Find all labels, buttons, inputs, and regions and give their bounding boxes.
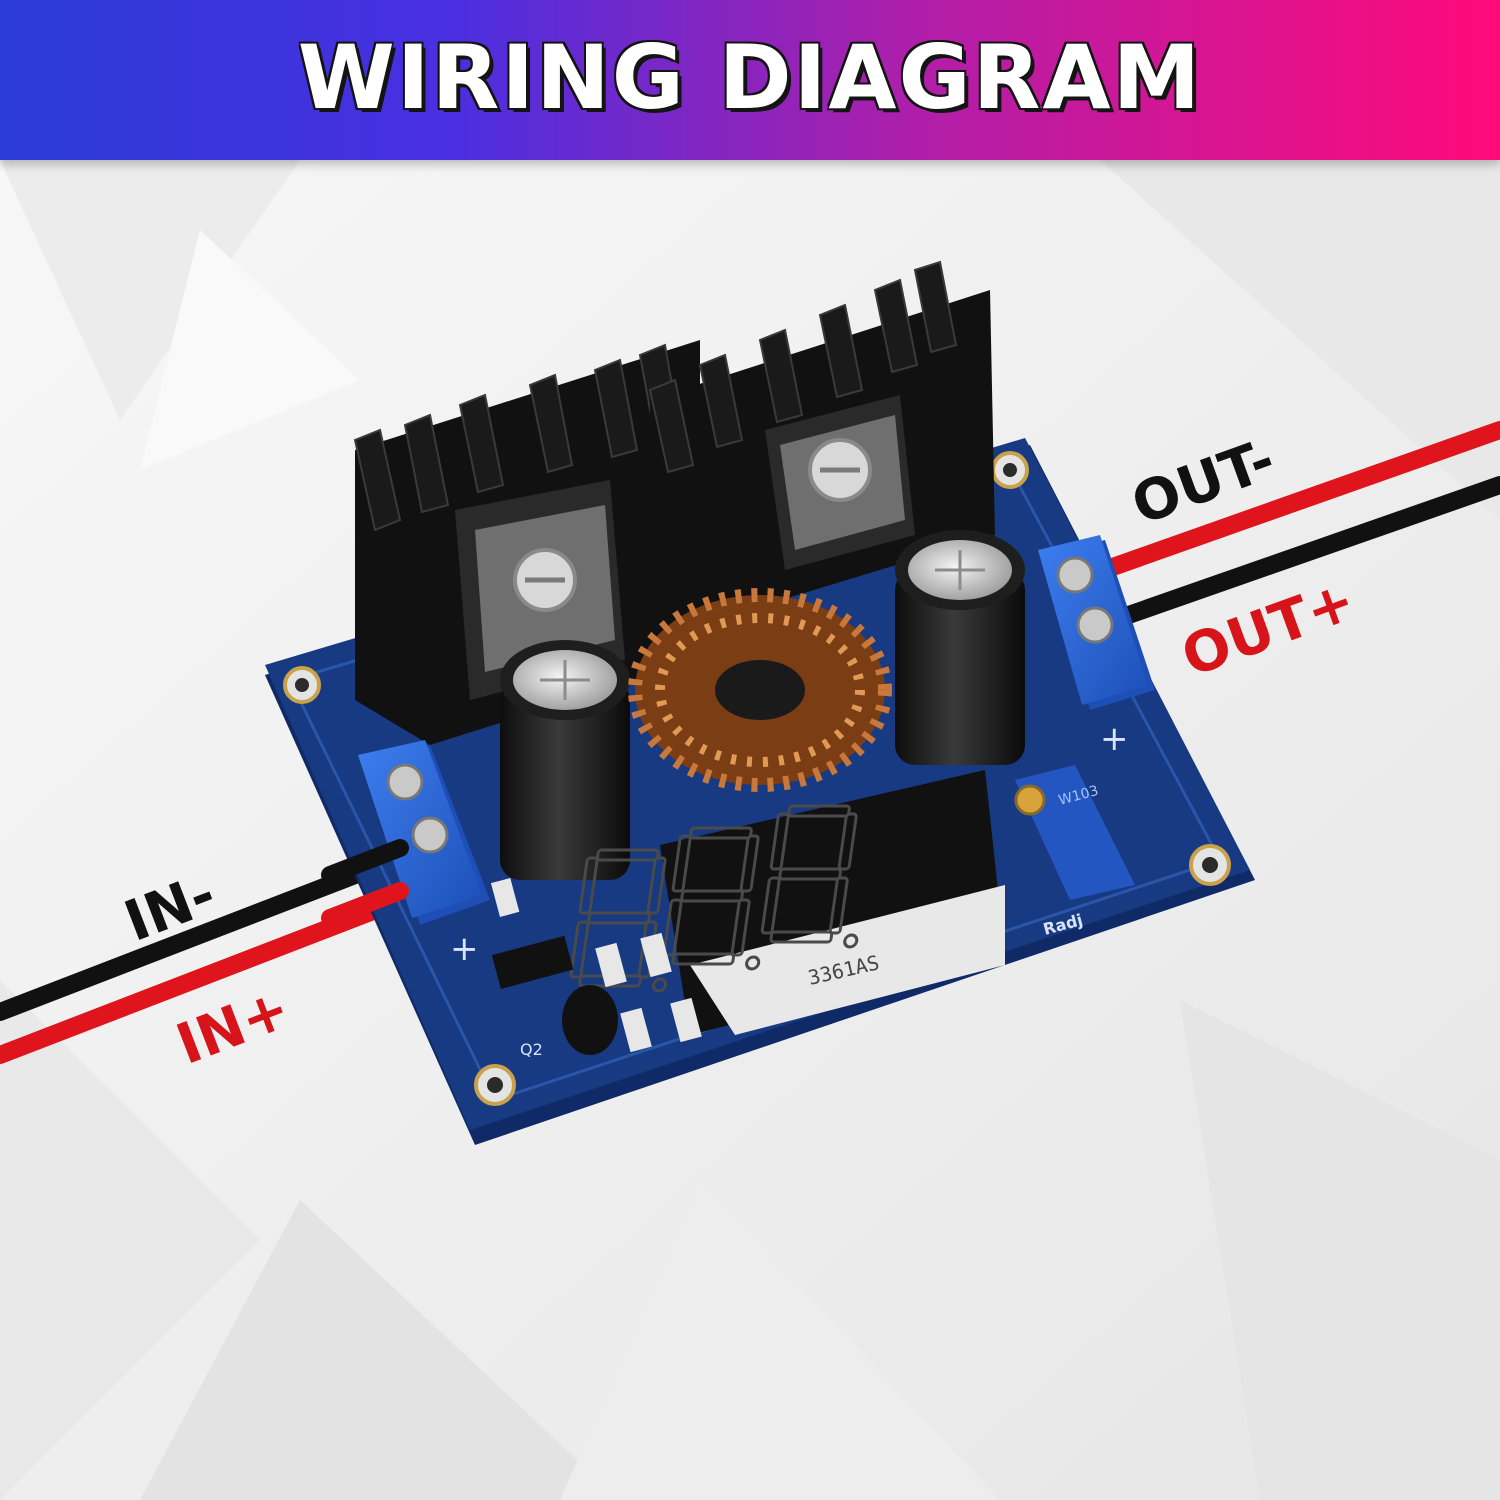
digit-segment — [671, 834, 692, 893]
digit-segment — [689, 826, 753, 840]
digit-segment — [837, 812, 858, 871]
seven-segment-display: 3361AS — [569, 770, 1005, 1035]
display-digits — [569, 804, 859, 993]
digit-segment — [680, 889, 744, 903]
input-terminal — [358, 740, 490, 925]
in-plus-wire — [0, 884, 429, 1064]
mounting-holes — [283, 451, 1231, 1106]
input-wires — [0, 841, 429, 1064]
digit-decimal-point — [843, 933, 859, 949]
digit-segment — [578, 856, 599, 915]
transistor-label: Q2 — [520, 1040, 543, 1059]
digit-segment — [671, 952, 736, 966]
input-plus-mark: + — [450, 929, 479, 969]
digit-segment — [662, 898, 683, 957]
capacitor-left — [500, 640, 630, 880]
digit-segment — [739, 834, 760, 893]
digit-segment — [828, 876, 849, 935]
page-title: WIRING DIAGRAM — [297, 26, 1203, 129]
smd-components: Q2 + + — [450, 719, 1129, 1059]
in-minus-wire — [0, 841, 429, 1021]
digit-decimal-point — [745, 955, 761, 971]
digit-segment — [569, 920, 590, 979]
output-wires — [1081, 421, 1500, 634]
digit-segment — [769, 930, 834, 944]
display-digit — [569, 848, 668, 993]
digit-segment — [646, 856, 667, 915]
display-digit — [662, 826, 761, 971]
digit-segment — [587, 911, 651, 925]
out-minus-wire — [1081, 421, 1500, 584]
digit-decimal-point — [651, 977, 668, 993]
out-plus-wire — [1091, 476, 1500, 634]
header-banner: WIRING DIAGRAM — [0, 0, 1500, 160]
toroid-inductor — [628, 588, 892, 792]
output-plus-mark: + — [1100, 719, 1129, 759]
capacitor-right — [895, 530, 1025, 765]
digit-segment — [730, 898, 751, 957]
output-terminal — [1038, 535, 1155, 710]
digit-segment — [787, 804, 851, 818]
heatsink-right — [648, 260, 995, 620]
digit-segment — [596, 848, 660, 862]
digit-segment — [760, 876, 781, 935]
digit-segment — [778, 867, 842, 881]
display-digit — [760, 804, 859, 949]
digit-segment — [769, 812, 790, 871]
